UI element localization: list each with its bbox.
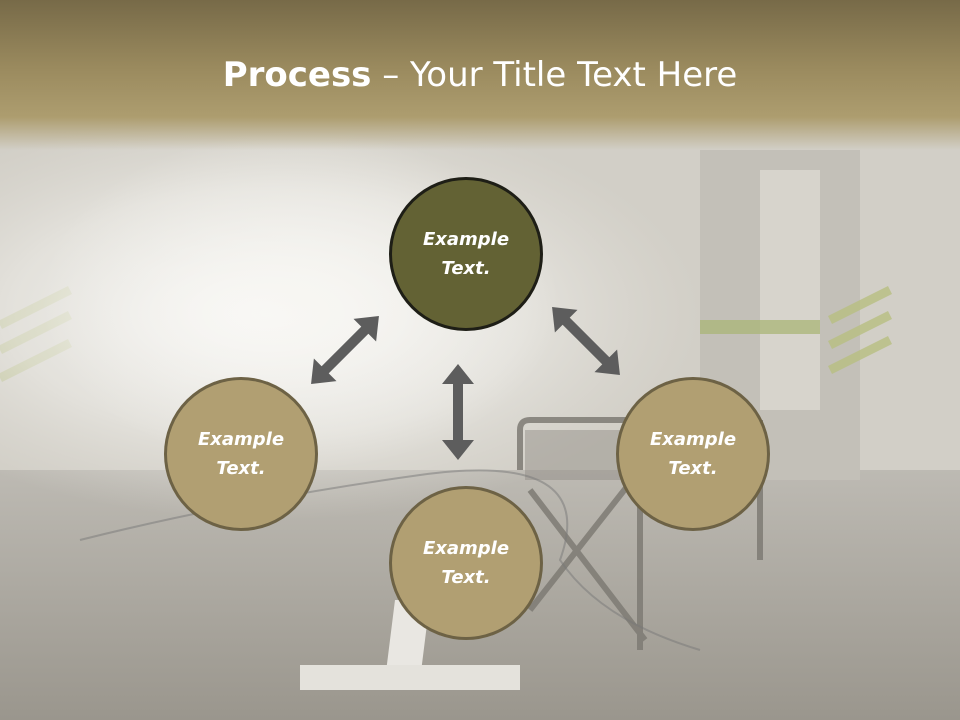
- node-top-line2: Text.: [441, 258, 491, 279]
- node-bottom-line2: Text.: [441, 567, 491, 588]
- node-bottom-line1: Example: [422, 538, 510, 559]
- arrow-top-left: [311, 316, 379, 384]
- node-right[interactable]: Example Text.: [616, 377, 770, 531]
- title-bold: Process: [222, 55, 372, 95]
- arrow-vertical: [442, 364, 474, 460]
- node-bottom-text: Example Text.: [406, 534, 526, 592]
- title-band: [0, 0, 960, 150]
- node-left-text: Example Text.: [181, 425, 301, 483]
- slide-title: Process – Your Title Text Here: [0, 52, 960, 98]
- node-right-line1: Example: [649, 429, 737, 450]
- arrow-top-right: [552, 307, 620, 375]
- node-left[interactable]: Example Text.: [164, 377, 318, 531]
- node-left-line1: Example: [197, 429, 285, 450]
- node-right-line2: Text.: [668, 458, 718, 479]
- node-top-text: Example Text.: [406, 225, 526, 283]
- title-rest: – Your Title Text Here: [371, 55, 738, 95]
- node-top-line1: Example: [422, 229, 510, 250]
- node-right-text: Example Text.: [633, 425, 753, 483]
- node-top[interactable]: Example Text.: [389, 177, 543, 331]
- node-bottom[interactable]: Example Text.: [389, 486, 543, 640]
- node-left-line2: Text.: [216, 458, 266, 479]
